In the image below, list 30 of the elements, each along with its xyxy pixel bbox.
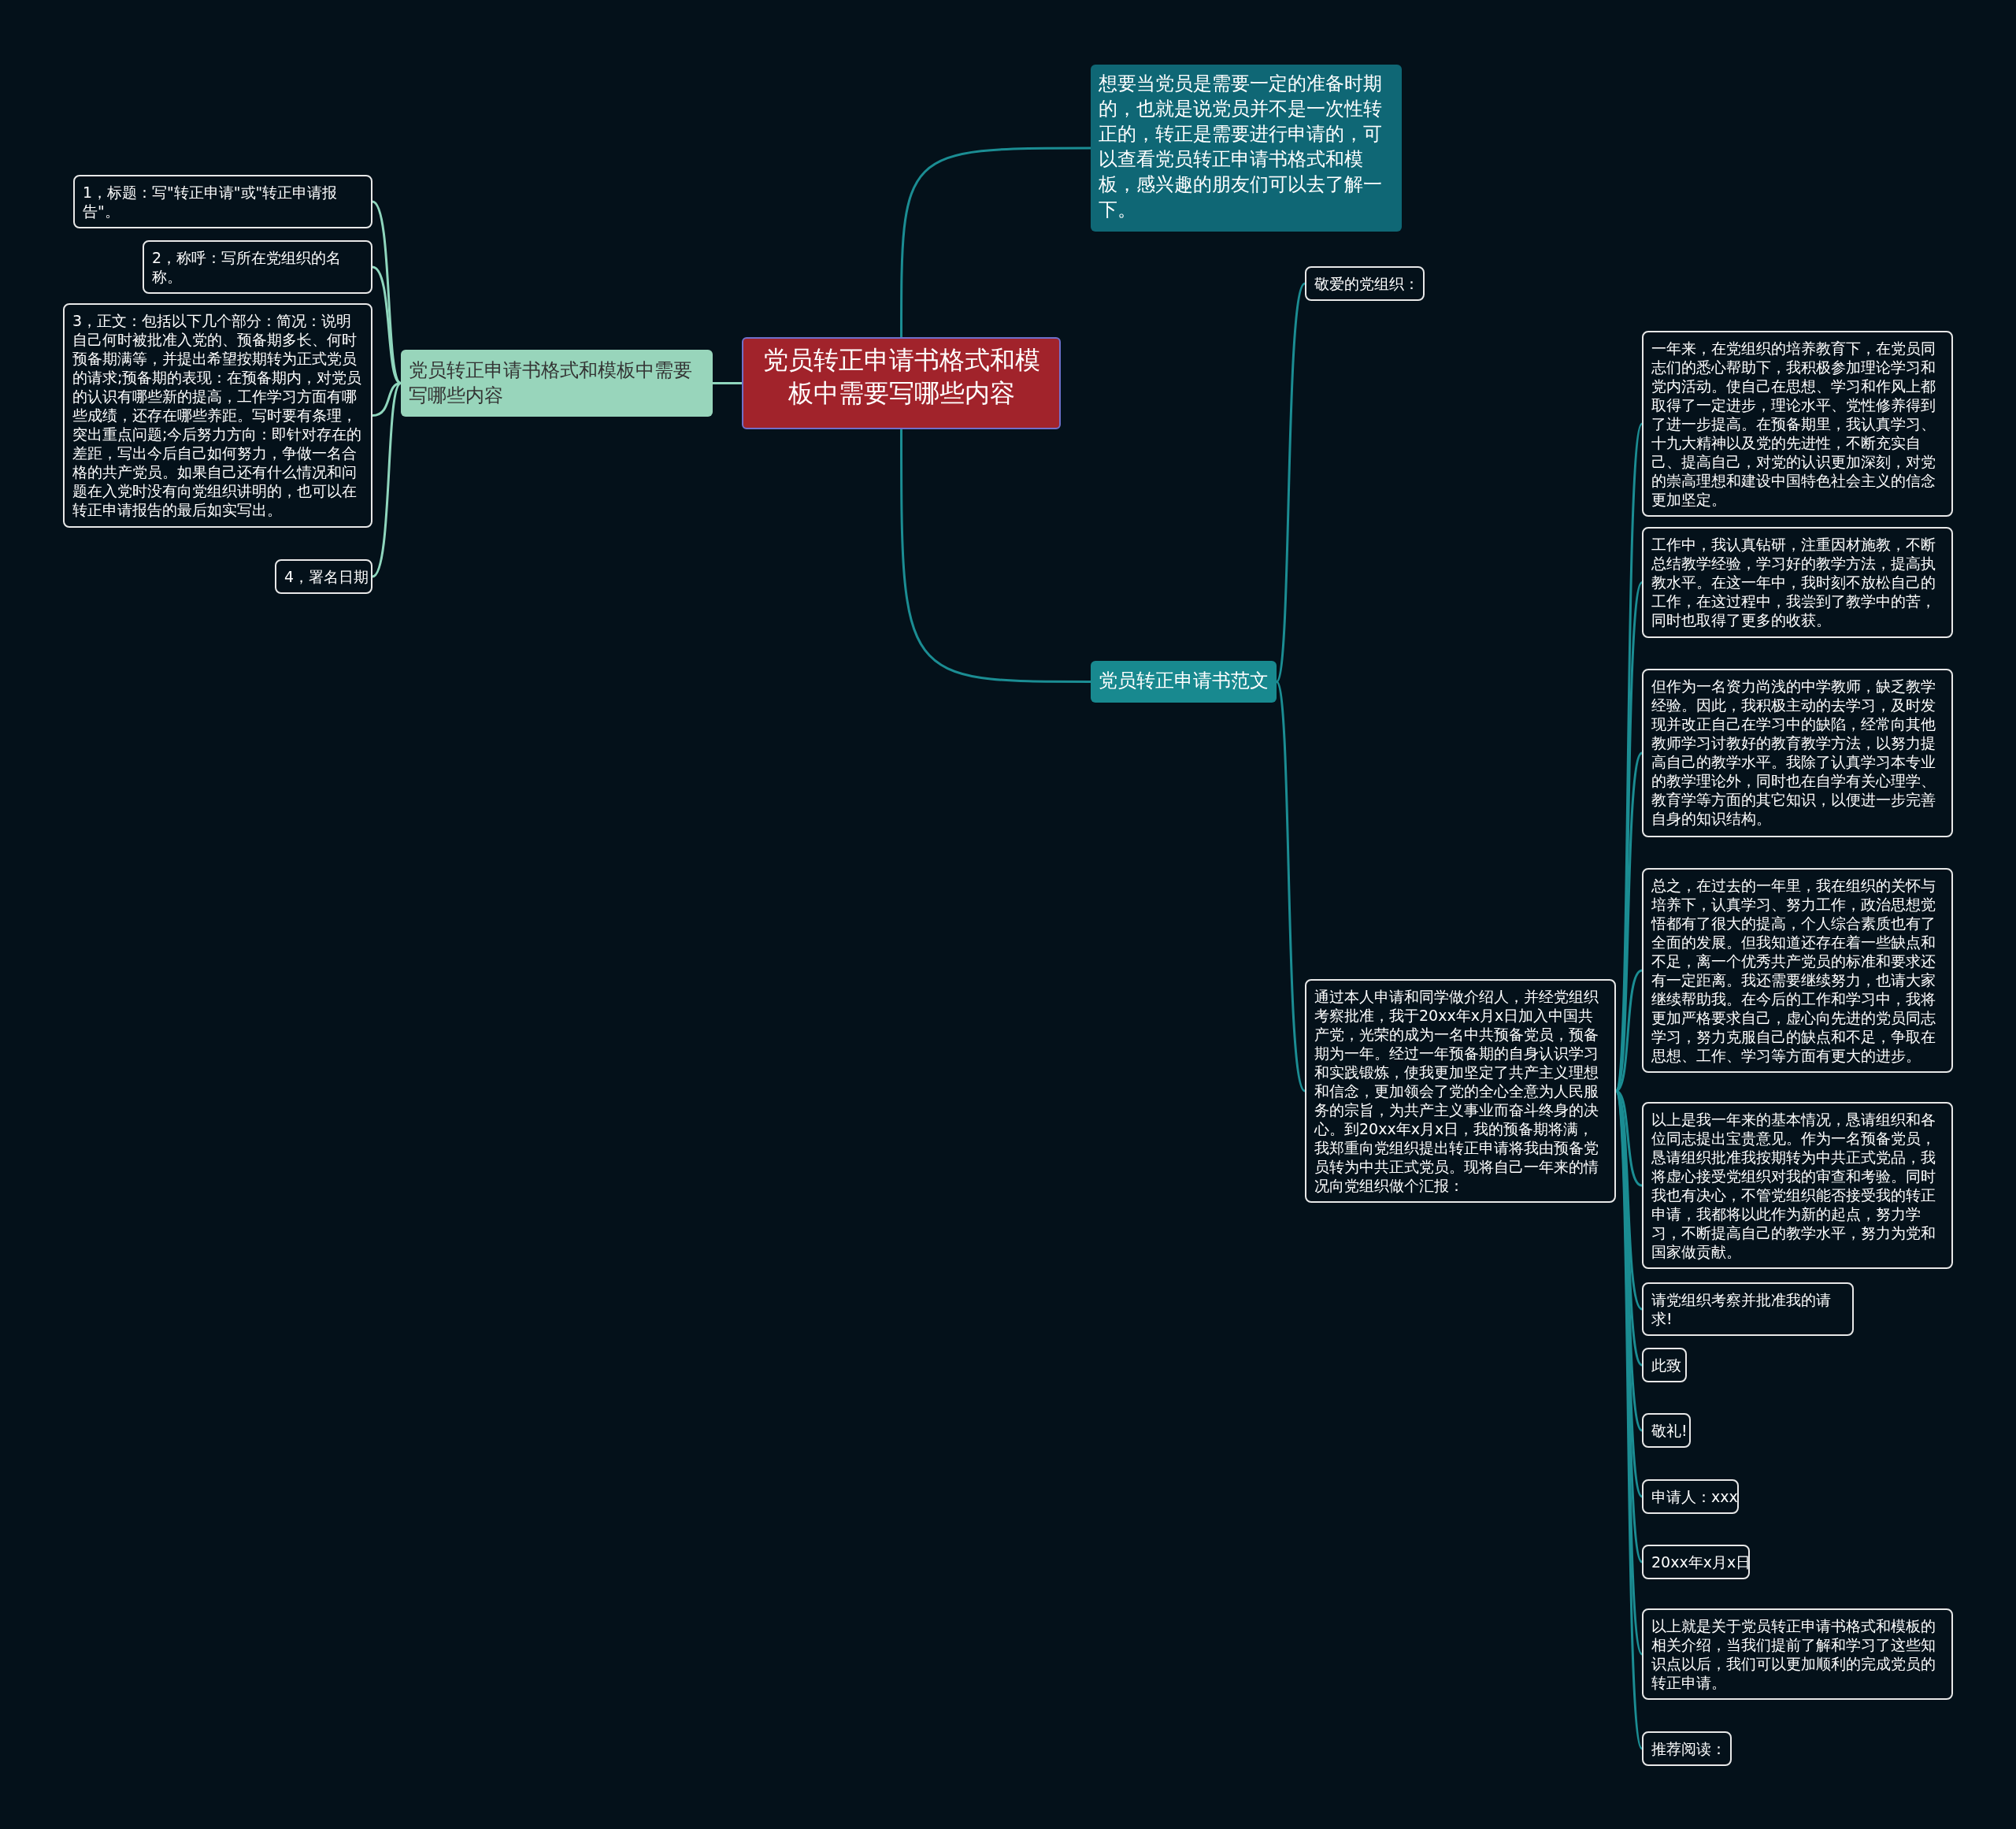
connector-line	[372, 265, 402, 384]
central-topic-box: 党员转正申请书格式和模板中需要写哪些内容	[742, 337, 1061, 429]
text-box: 以上是我一年来的基本情况，恳请组织和各位同志提出宝贵意见。作为一名预备党员，恳请组织批准我按期转为中共正式党品，我将虚心接受党组织对我的审查和考验。同时我也有决心，不管党组织能否接受我的转正申请，我都将以此作为新的起点，努力学习，不断提高自己的教学水平，努力为党和国家做贡献。	[1642, 1102, 1953, 1269]
topic-box: 党员转正申请书范文	[1091, 661, 1277, 703]
text-box: 20xx年x月x日	[1642, 1545, 1750, 1579]
text-box: 以上就是关于党员转正申请书格式和模板的相关介绍，当我们提前了解和学习了这些知识点以后，我们可以更加顺利的完成党员的转正申请。	[1642, 1608, 1953, 1700]
text-box: 一年来，在党组织的培养教育下，在党员同志们的悉心帮助下，我积极参加理论学习和党内活动。使自己在思想、学习和作风上都取得了一定进步，理论水平、党性修养得到了进一步提高。在预备期里，我认真学习、十九大精神以及党的先进性，不断充实自己、提高自己，对党的认识更加深刻，对党的崇高理想和建设中国特色社会主义的信念更加坚定。	[1642, 331, 1953, 517]
connector-line	[713, 382, 742, 384]
topic-box: 想要当党员是需要一定的准备时期的，也就是说党员并不是一次性转正的，转正是需要进行申请的，可以查看党员转正申请书格式和模板，感兴趣的朋友们可以去了解一下。	[1091, 65, 1402, 232]
text-box: 敬礼!	[1642, 1413, 1691, 1448]
text-box: 敬爱的党组织：	[1305, 266, 1425, 301]
text-box: 但作为一名资力尚浅的中学教师，缺乏教学经验。因此，我积极主动的去学习，及时发现并改正自己在学习中的缺陷，经常向其他教师学习讨教好的教育教学方法，以努力提高自己的教学水平。我除了认真学习本专业的教学理论外，同时也在自学有关心理学、教育学等方面的其它知识，以便进一步完善自身的知识结构。	[1642, 669, 1953, 837]
text-box: 1，标题：写"转正申请"或"转正申请报告"。	[73, 175, 372, 228]
connector-line	[900, 429, 1091, 683]
text-box: 申请人：xxx	[1642, 1479, 1739, 1514]
text-box: 总之，在过去的一年里，我在组织的关怀与培养下，认真学习、努力工作，政治思想觉悟都有了很大的提高，个人综合素质也有了全面的发展。但我知道还存在着一些缺点和不足，离一个优秀共产党员的标准和要求还有一定距离。我还需要继续努力，也请大家继续帮助我。在今后的工作和学习中，我将更加严格要求自己，虚心向先进的党员同志学习，努力克服自己的缺点和不足，争取在思想、工作、学习等方面有更大的进步。	[1642, 868, 1953, 1073]
text-box: 此致	[1642, 1348, 1687, 1382]
text-box: 通过本人申请和同学做介绍人，并经党组织考察批准，我于20xx年x月x日加入中国共产党，光荣的成为一名中共预备党员，预备期为一年。经过一年预备期的自身认识学习和实践锻炼，使我更加坚定了共产主义理想和信念，更加领会了党的全心全意为人民服务的宗旨，为共产主义事业而奋斗终身的决心。到20xx年x月x日，我的预备期将满，我郑重向党组织提出转正申请将我由预备党员转为中共正式党员。现将自己一年来的情况向党组织做个汇报：	[1305, 979, 1616, 1203]
connector-line	[1275, 283, 1306, 683]
text-box: 工作中，我认真钻研，注重因材施教，不断总结教学经验，学习好的教学方法，提高执教水平。在这一年中，我时刻不放松自己的工作，在这过程中，我尝到了教学中的苦，同时也取得了更多的收获。	[1642, 527, 1953, 638]
connector-line	[372, 382, 402, 417]
text-box: 3，正文：包括以下几个部分：简况：说明自己何时被批准入党的、预备期多长、何时预备期满等，并提出希望按期转为正式党员的请求;预备期的表现：在预备期内，对党员的认识有哪些新的提高，工作学习方面有哪些成绩，还存在哪些养距。写时要有条理，突出重点问题;今后努力方向：即针对存在的差距，写出今后自己如何努力，争做一名合格的共产党员。如果自己还有什么情况和问题在入党时没有向党组织讲明的，也可以在转正申请报告的最后如实写出。	[63, 303, 372, 528]
text-box: 4，署名日期	[275, 559, 372, 594]
text-box: 2，称呼：写所在党组织的名称。	[143, 240, 372, 294]
connector-line	[1275, 681, 1306, 1092]
connector-line	[372, 382, 402, 578]
connector-line	[900, 147, 1091, 337]
topic-box: 党员转正申请书格式和模板中需要写哪些内容	[401, 350, 713, 417]
text-box: 推荐阅读：	[1642, 1731, 1732, 1766]
text-box: 请党组织考察并批准我的请求!	[1642, 1282, 1854, 1336]
